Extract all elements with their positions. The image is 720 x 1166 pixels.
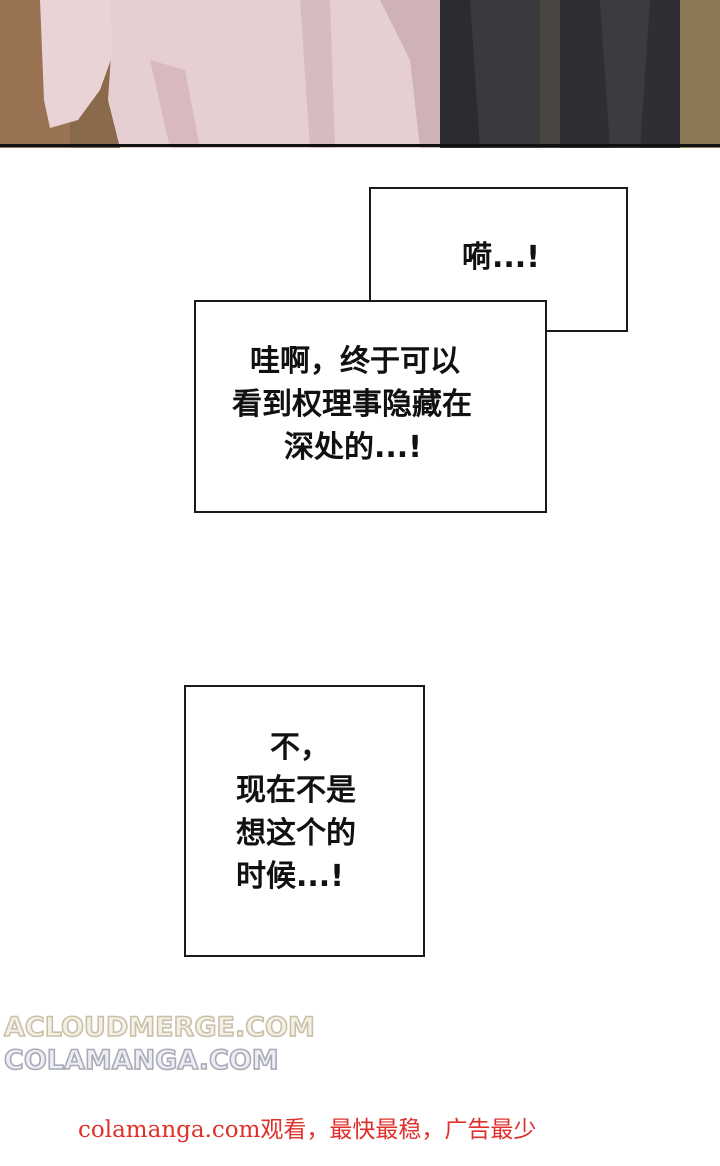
speech-text-lower: 不， 现在不是 想这个的 时候...! [236,726,356,898]
speech-text-main: 哇啊，终于可以 看到权理事隐藏在 深处的...! [232,340,472,469]
speech-line: 想这个的 [236,816,356,851]
panel-border [0,144,720,147]
speech-box-main [194,300,547,513]
speech-line: 现在不是 [236,773,356,808]
speech-line: 深处的...! [284,430,422,465]
speech-text-top: 嗬...! [462,236,540,279]
speech-box-join [371,302,545,330]
watermark-acloudmerge: ACLOUDMERGE.COM [3,1011,315,1044]
comic-panel-illustration [0,0,720,148]
speech-line: 时候...! [236,859,344,894]
speech-line: 看到权理事隐藏在 [232,387,472,422]
panel-artwork [0,0,720,148]
speech-line: 不， [270,730,330,765]
speech-line: 哇啊，终于可以 [250,344,460,379]
source-note: colamanga.com观看，最快最稳，广告最少 [78,1117,537,1143]
watermark-colamanga: COLAMANGA.COM [3,1044,279,1077]
speech-line: 嗬...! [462,240,540,275]
speech-box-lower [184,685,425,957]
